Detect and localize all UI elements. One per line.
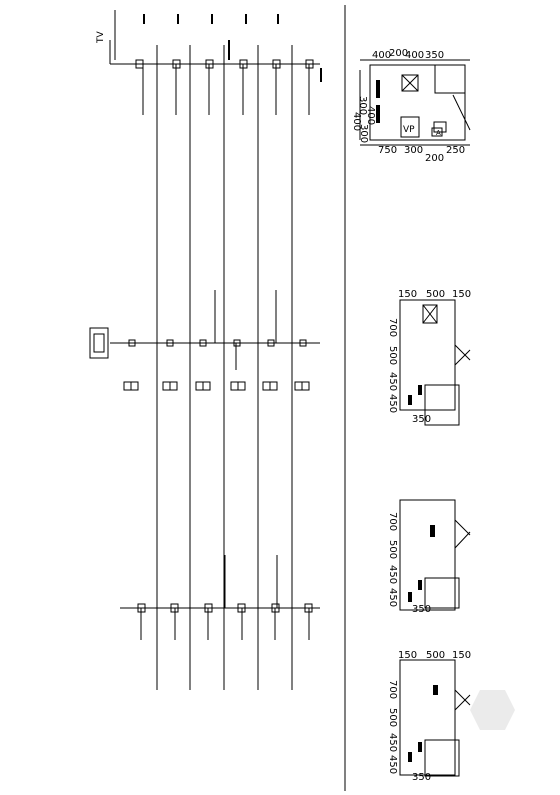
- dim-label: 400: [405, 50, 424, 61]
- dim-label: 350: [425, 50, 444, 61]
- room-outlets: [123, 381, 310, 391]
- dim-label: 400: [365, 106, 376, 125]
- dim-label: 300: [404, 145, 423, 156]
- dim-label: 450: [387, 588, 398, 607]
- dim-label: 300: [357, 96, 368, 115]
- riser-diagram: TV: [89, 10, 322, 690]
- dim-label: 350: [412, 604, 431, 615]
- riser-middle-devices: [128, 290, 307, 370]
- plan-2-outline: [399, 299, 456, 411]
- plan-4-outline: [399, 659, 456, 776]
- dim-label: 450: [387, 755, 398, 774]
- dim-label: 150: [452, 289, 471, 300]
- dim-label: 150: [398, 650, 417, 661]
- plan-4: 150 500 150 700 500 450 450 350: [387, 650, 471, 783]
- riser-top-devices: [135, 59, 314, 115]
- riser-top-tags: [143, 14, 322, 82]
- plan-1-outline: [369, 64, 466, 141]
- distribution-box: [89, 327, 109, 359]
- dim-label: 500: [387, 346, 398, 365]
- dim-label: 450: [387, 394, 398, 413]
- plan-3: 700 500 450 450 350: [387, 499, 471, 615]
- dim-label: 400: [372, 50, 391, 61]
- dim-label: 350: [412, 414, 431, 425]
- dim-label: 700: [387, 680, 398, 699]
- dim-label: 150: [452, 650, 471, 661]
- plan-3-outline: [399, 499, 456, 611]
- dim-label: 200: [389, 48, 408, 59]
- riser-bottom-devices: [137, 555, 313, 640]
- dim-label: 250: [446, 145, 465, 156]
- dim-label: 200: [425, 153, 444, 164]
- dim-label: 500: [387, 540, 398, 559]
- dim-label: 400: [351, 112, 362, 131]
- equipment-label: VP: [403, 125, 415, 135]
- watermark-icon: [470, 690, 515, 730]
- dim-label: 450: [387, 565, 398, 584]
- dim-label: 150: [398, 289, 417, 300]
- dim-label: 700: [387, 318, 398, 337]
- a-label: A: [436, 129, 441, 137]
- dim-label: 450: [387, 372, 398, 391]
- dim-label: 300: [358, 124, 369, 143]
- tv-label: TV: [96, 31, 106, 44]
- plan-1: 400 200 400 350 300 400 400 300 750 300 …: [351, 48, 471, 164]
- dim-label: 350: [412, 772, 431, 783]
- dim-label: 500: [387, 708, 398, 727]
- dim-label: 450: [387, 733, 398, 752]
- dim-label: 750: [378, 145, 397, 156]
- dim-label: 700: [387, 512, 398, 531]
- plan-2: 150 500 150 700 500 450 450 350: [387, 289, 471, 426]
- dim-label: 500: [426, 289, 445, 300]
- dim-label: 500: [426, 650, 445, 661]
